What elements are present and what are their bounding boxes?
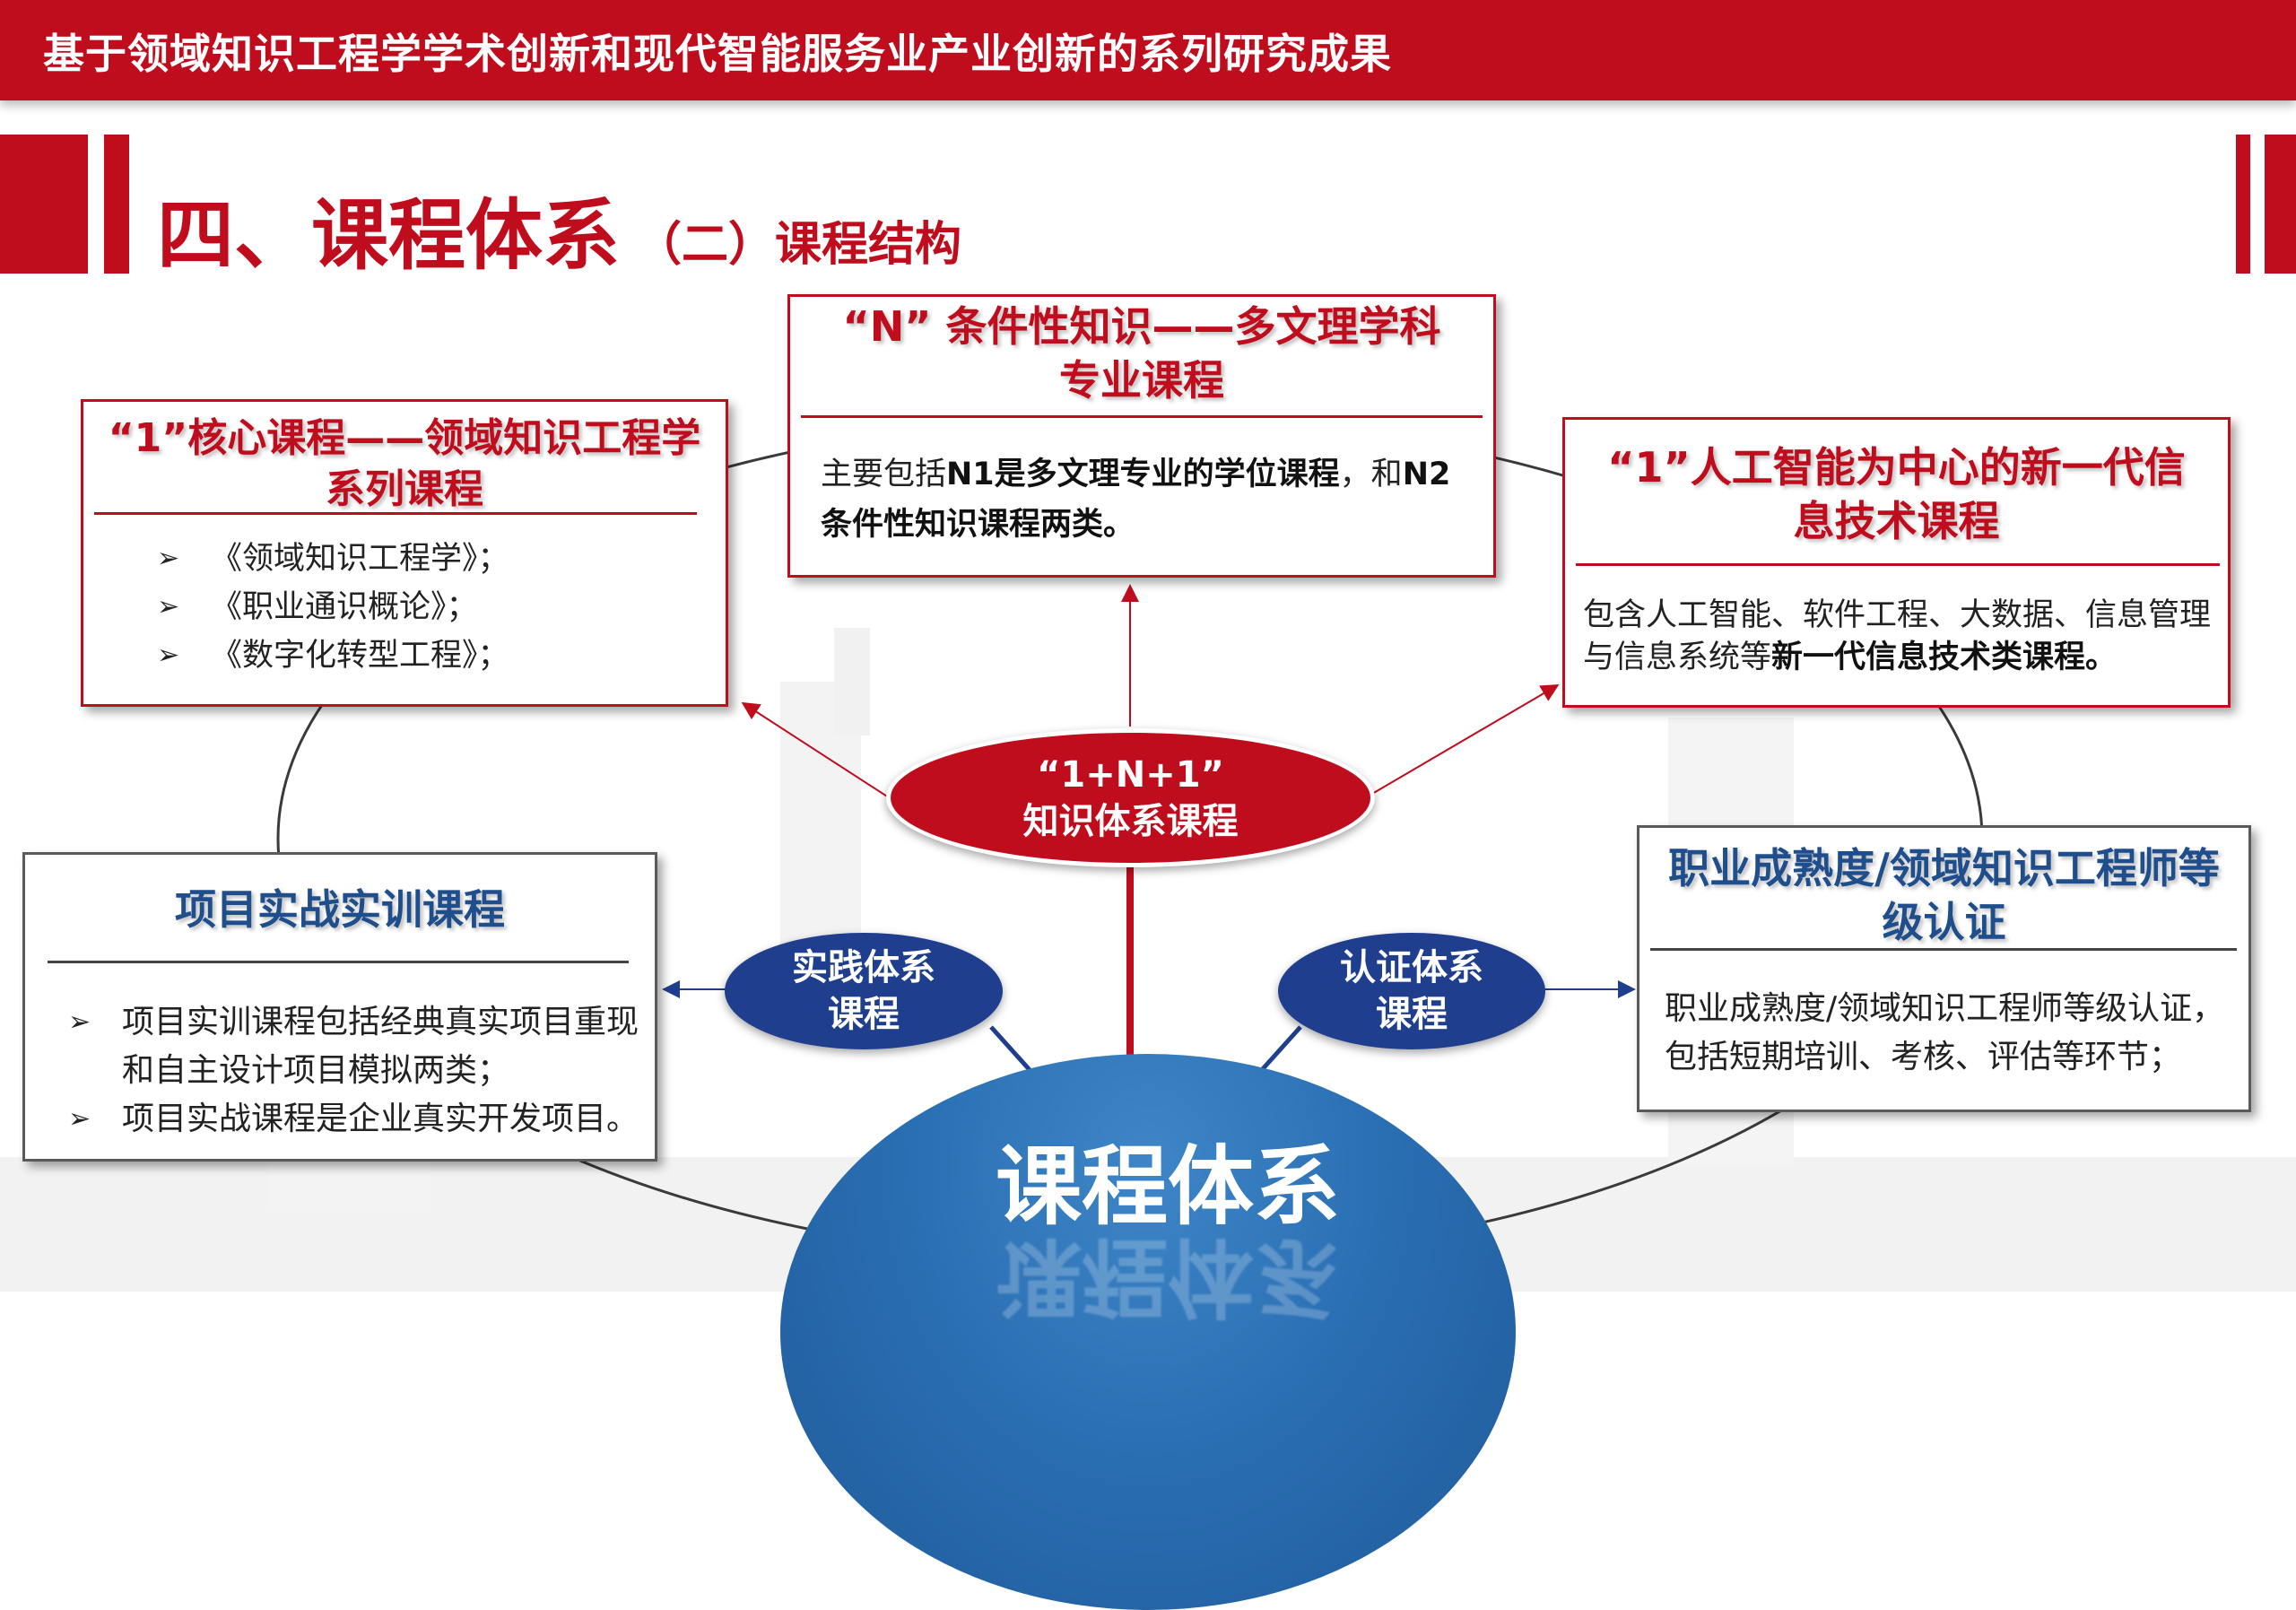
list-item-label: 《领域知识工程学》； <box>211 541 509 577</box>
bullet-icon: ➢ <box>157 543 180 574</box>
dome-label: 课程体系 <box>996 1136 1340 1237</box>
list-item: ➢ 《领域知识工程学》； <box>157 535 509 583</box>
project-course-list: ➢ 项目实训课程包括经典真实项目重现和自主设计项目模拟两类； ➢ 项目实战课程是企业… <box>68 998 642 1144</box>
bullet-icon: ➢ <box>68 1006 91 1038</box>
bullet-icon: ➢ <box>157 640 180 671</box>
practice-system-ellipse: 实践体系 课程 <box>725 933 1003 1049</box>
list-item-label: 《数字化转型工程》； <box>211 638 509 674</box>
right-accent-bar <box>2265 135 2296 274</box>
knowledge-system-hub: “1+N+1” 知识体系课程 <box>886 728 1375 867</box>
practice-line2: 课程 <box>828 994 900 1035</box>
bullet-icon: ➢ <box>68 1103 91 1135</box>
divider <box>48 961 629 963</box>
ai-course-box: “1”人工智能为中心的新一代信息技术课程 包含人工智能、软件工程、大数据、信息管… <box>1562 417 2231 708</box>
list-item: ➢ 项目实训课程包括经典真实项目重现和自主设计项目模拟两类； <box>68 998 642 1095</box>
divider <box>1650 948 2237 951</box>
ai-course-text: 包含人工智能、软件工程、大数据、信息管理与信息系统等新一代信息技术类课程。 <box>1583 597 2212 675</box>
conditional-course-box: “N” 条件性知识——多文理学科专业课程 主要包括N1是多文理专业的学位课程，和… <box>787 294 1496 578</box>
list-item: ➢ 《职业通识概论》； <box>157 583 509 631</box>
hub-line2: 知识体系课程 <box>1022 800 1239 842</box>
conditional-course-text: 主要包括N1是多文理专业的学位课程，和N2条件性知识课程两类。 <box>821 457 1451 543</box>
core-course-list: ➢ 《领域知识工程学》； ➢ 《职业通识概论》； ➢ 《数字化转型工程》； <box>157 535 509 680</box>
header-title: 基于领域知识工程学学术创新和现代智能服务业产业创新的系列研究成果 <box>43 30 1392 78</box>
project-course-box: 项目实战实训课程 ➢ 项目实训课程包括经典真实项目重现和自主设计项目模拟两类； ➢… <box>22 852 657 1162</box>
list-item-label: 项目实训课程包括经典真实项目重现和自主设计项目模拟两类； <box>122 1004 639 1089</box>
certification-line1: 认证体系 <box>1340 947 1483 988</box>
city-building <box>834 628 870 735</box>
divider <box>94 512 697 515</box>
certification-text: 职业成熟度/领域知识工程师等级认证，包括短期培训、考核、评估等环节； <box>1665 990 2225 1075</box>
list-item: ➢ 《数字化转型工程》； <box>157 631 509 680</box>
certification-title: 职业成熟度/领域知识工程师等级认证 <box>1668 844 2220 946</box>
title-accent-bar-thin <box>104 135 129 274</box>
project-course-title: 项目实战实训课程 <box>175 885 505 934</box>
page-title: 四、课程体系 <box>157 191 620 281</box>
list-item: ➢ 项目实战课程是企业真实开发项目。 <box>68 1095 642 1144</box>
bullet-icon: ➢ <box>157 591 180 622</box>
divider <box>1576 563 2220 566</box>
core-course-title: “1”核心课程——领域知识工程学系列课程 <box>108 415 701 513</box>
certification-box: 职业成熟度/领域知识工程师等级认证 职业成熟度/领域知识工程师等级认证，包括短期… <box>1637 825 2251 1112</box>
ai-course-title: “1”人工智能为中心的新一代信息技术课程 <box>1607 443 2186 545</box>
header-bar: 基于领域知识工程学学术创新和现代智能服务业产业创新的系列研究成果 <box>0 0 2296 100</box>
title-accent-bar <box>0 135 88 274</box>
list-item-label: 项目实战课程是企业真实开发项目。 <box>122 1101 639 1137</box>
hub-line1: “1+N+1” <box>1037 753 1224 796</box>
page-subtitle: （二）课程结构 <box>635 218 962 272</box>
core-course-box: “1”核心课程——领域知识工程学系列课程 ➢ 《领域知识工程学》； ➢ 《职业通识概… <box>81 399 728 707</box>
list-item-label: 《职业通识概论》； <box>211 589 478 625</box>
divider <box>801 415 1483 418</box>
certification-system-ellipse: 认证体系 课程 <box>1278 933 1545 1049</box>
dome-label-reflection: 课程体系 <box>996 1226 1340 1327</box>
right-accent-bar-thin <box>2236 135 2250 274</box>
conditional-course-title: “N” 条件性知识——多文理学科专业课程 <box>842 302 1441 405</box>
practice-line1: 实践体系 <box>792 947 935 988</box>
certification-line2: 课程 <box>1376 994 1448 1035</box>
